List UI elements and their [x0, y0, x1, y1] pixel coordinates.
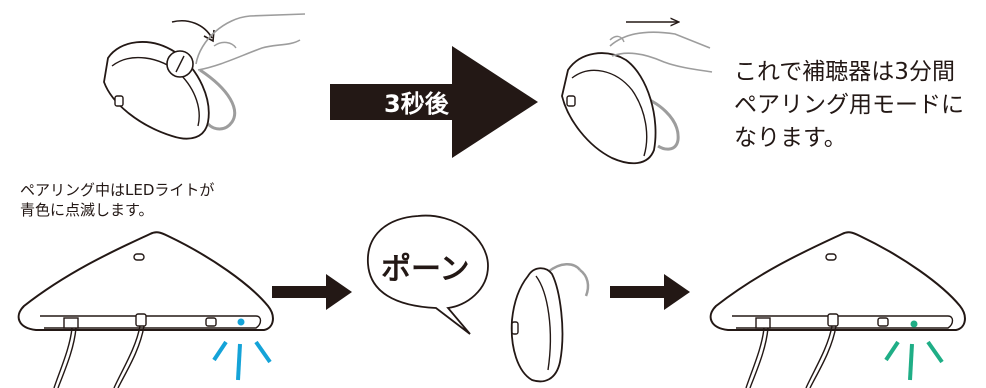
hearing-aid-press-illustration — [103, 13, 306, 140]
arrow-right-2 — [610, 274, 690, 310]
pairing-note-line-2: ペアリング用モードに — [734, 92, 964, 118]
led-note-line-1: ペアリング中はLEDライトが — [20, 181, 215, 199]
charger-blue-led-illustration — [17, 231, 274, 388]
big-step-arrow — [330, 46, 538, 158]
arrow-right-1 — [272, 274, 352, 310]
pairing-mode-note: これで補聴器は3分間 ペアリング用モードに なります。 — [734, 56, 964, 155]
charger-green-led-illustration — [709, 231, 966, 388]
pairing-note-line-3: なります。 — [734, 125, 847, 151]
pairing-note-line-1: これで補聴器は3分間 — [734, 59, 955, 85]
hearing-aid-center-illustration — [510, 263, 590, 383]
led-blink-note: ペアリング中はLEDライトが 青色に点滅します。 — [20, 180, 214, 220]
curved-arrow-icon — [171, 20, 213, 39]
sound-bubble-label: ポーン — [381, 252, 470, 287]
led-green-icon — [910, 320, 918, 328]
step-arrow-label: 3秒後 — [384, 90, 449, 118]
hearing-aid-release-illustration — [561, 22, 713, 165]
finger-icon — [609, 31, 711, 49]
led-note-line-2: 青色に点滅します。 — [20, 201, 154, 219]
speech-bubble — [367, 214, 489, 335]
led-blue-icon — [237, 318, 245, 326]
finger-icon — [195, 13, 306, 65]
